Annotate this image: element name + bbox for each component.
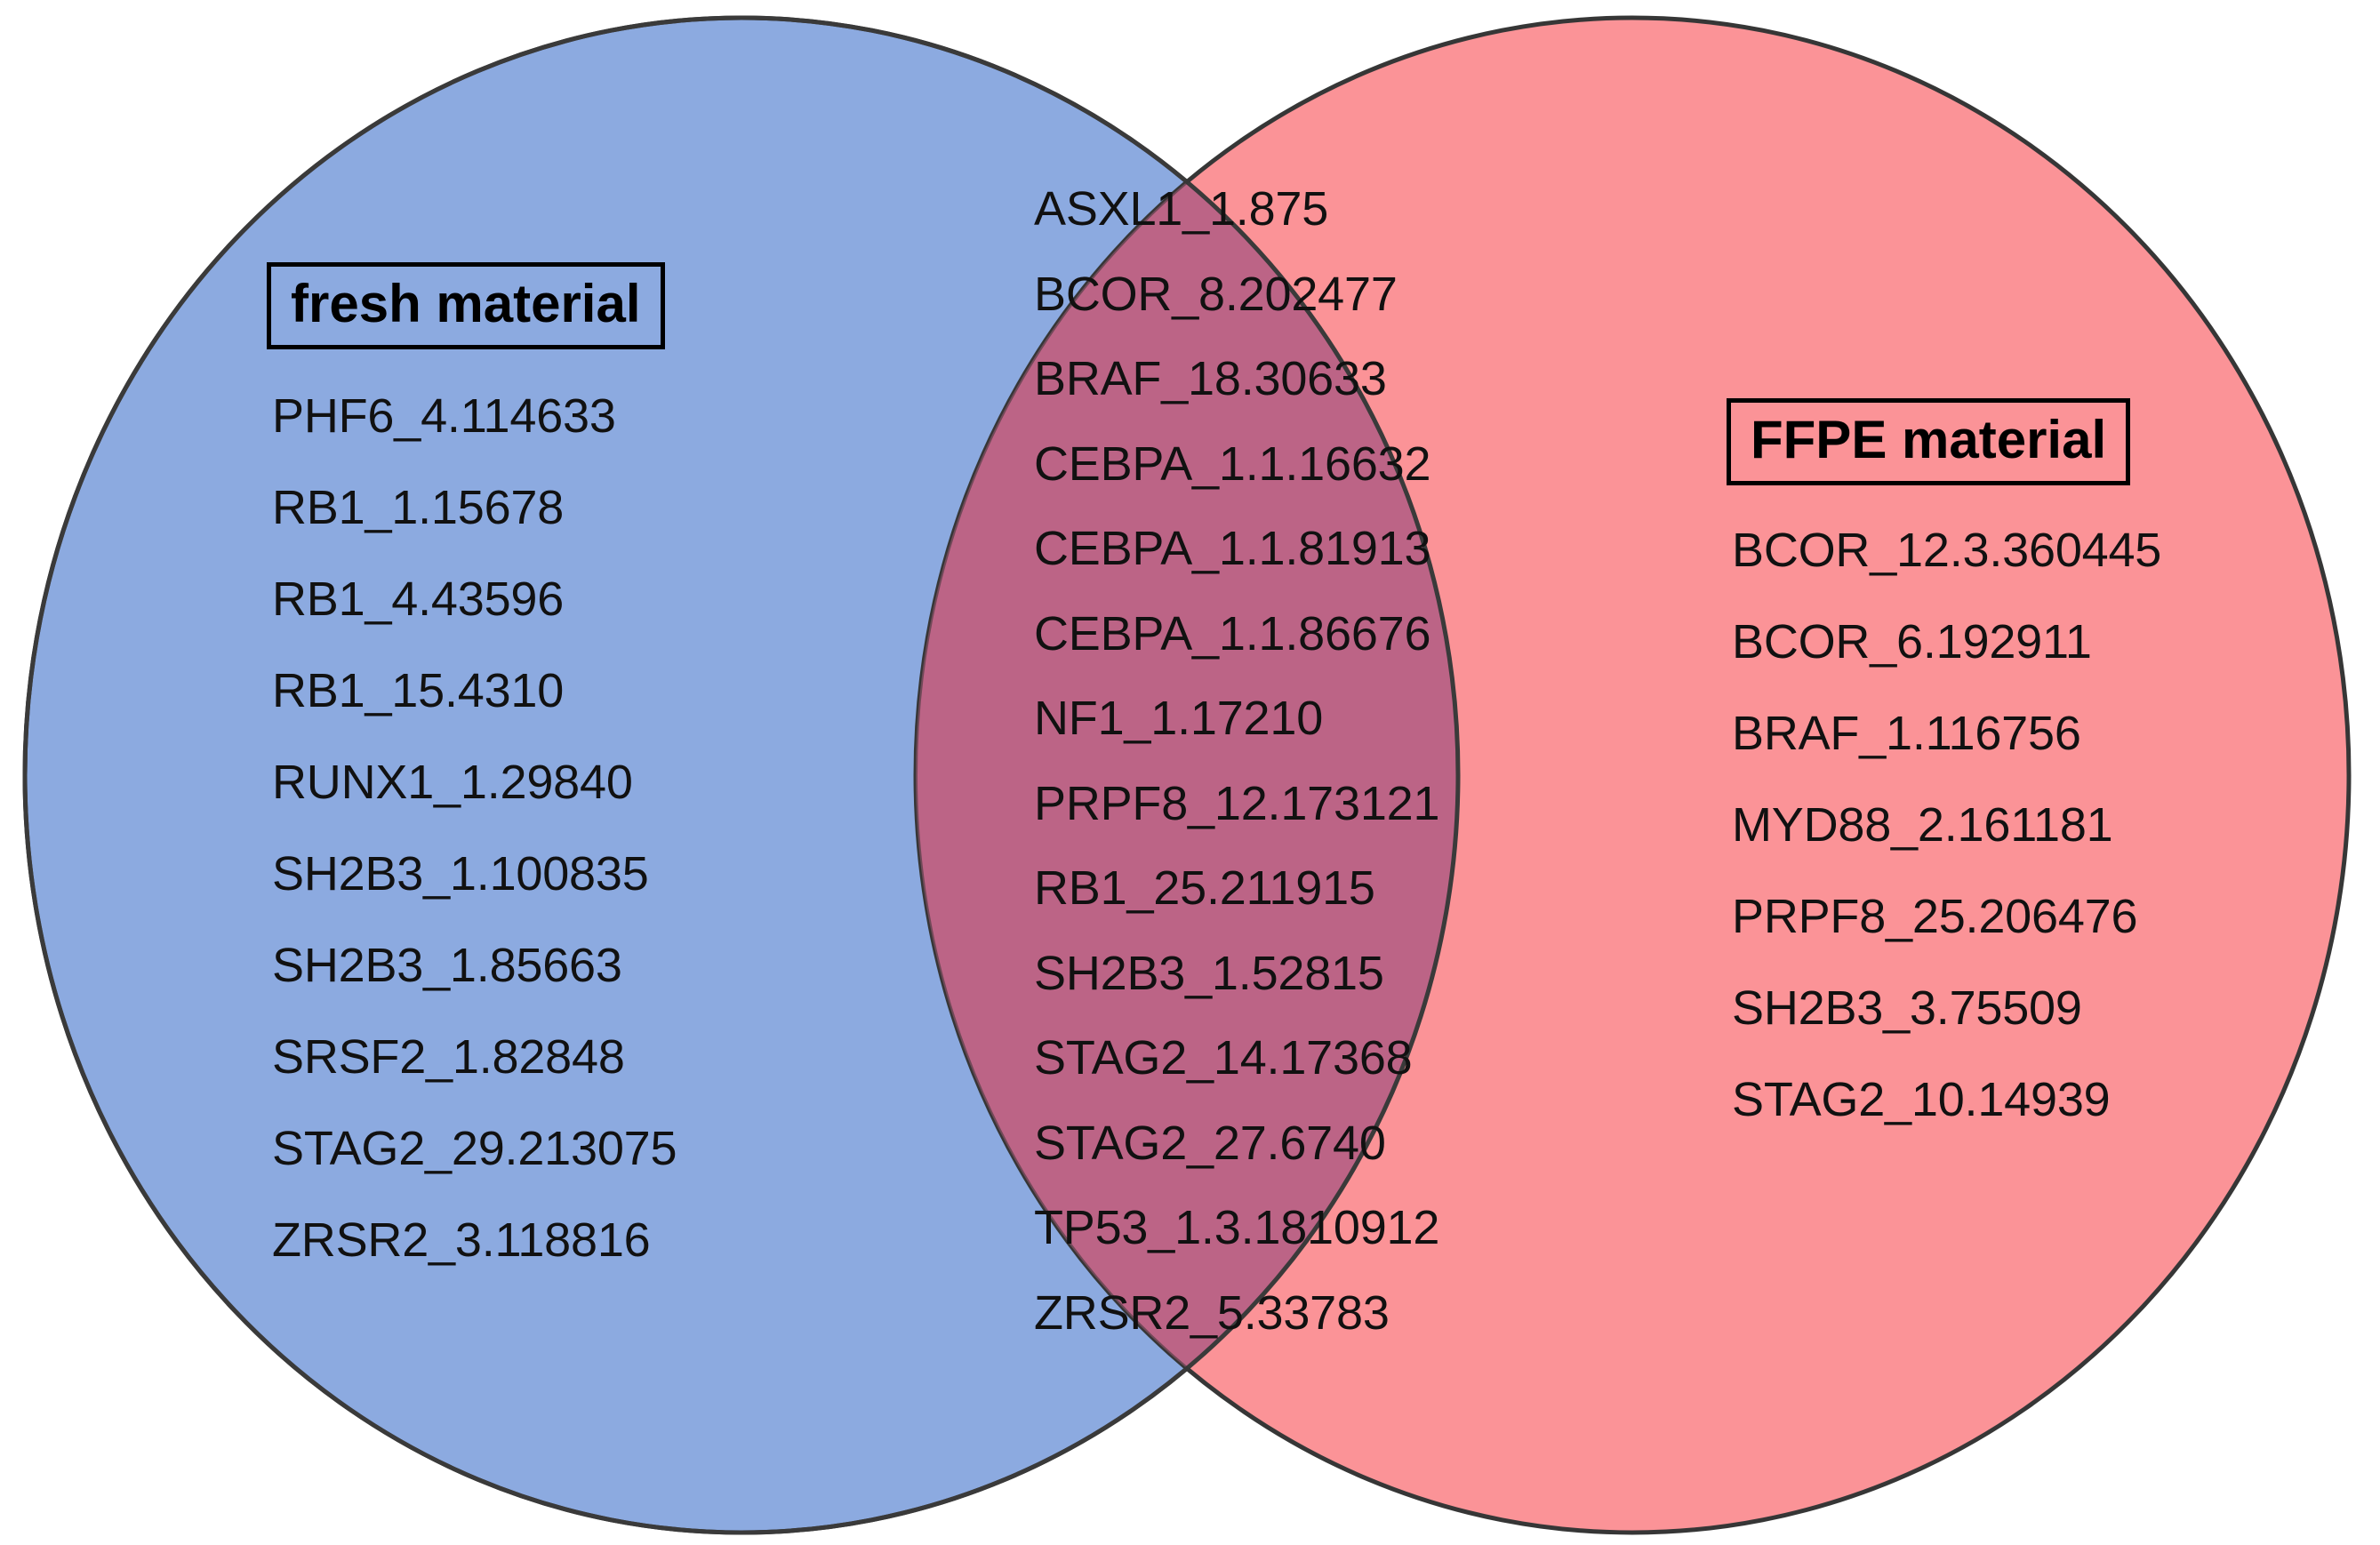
left-set-title: fresh material [267, 262, 665, 349]
list-item: ZRSR2_5.33783 [1034, 1285, 1390, 1340]
left-set-item-list: PHF6_4.114633 RB1_1.15678 RB1_4.43596 RB… [272, 392, 677, 1264]
list-item: SH2B3_3.75509 [1732, 981, 2082, 1035]
list-item: PHF6_4.114633 [272, 389, 616, 443]
right-set-column: FFPE material BCOR_12.3.360445 BCOR_6.19… [1727, 398, 2161, 1167]
right-set-title: FFPE material [1727, 398, 2131, 485]
list-item: MYD88_2.161181 [1732, 798, 2113, 852]
list-item: SH2B3_1.85663 [272, 939, 622, 992]
list-item: STAG2_27.6740 [1034, 1116, 1386, 1170]
list-item: BRAF_18.30633 [1034, 352, 1387, 405]
list-item: CEBPA_1.1.81913 [1034, 522, 1431, 575]
list-item: RUNX1_1.29840 [272, 756, 633, 809]
list-item: SRSF2_1.82848 [272, 1030, 625, 1084]
list-item: RB1_25.211915 [1034, 861, 1375, 915]
list-item: ZRSR2_3.118816 [272, 1213, 651, 1267]
right-set-item-list: BCOR_12.3.360445 BCOR_6.192911 BRAF_1.11… [1732, 526, 2161, 1124]
list-item: CEBPA_1.1.16632 [1034, 436, 1431, 491]
list-item: RB1_1.15678 [272, 481, 565, 534]
intersection-item-list: ASXL1_1.875 BCOR_8.202477 BRAF_18.30633 … [1034, 182, 1440, 1340]
list-item: NF1_1.17210 [1034, 692, 1324, 745]
list-item: STAG2_10.14939 [1732, 1073, 2111, 1126]
overlap-region [916, 18, 1458, 1533]
list-item: BCOR_12.3.360445 [1732, 524, 2162, 577]
list-item: SH2B3_1.52815 [1034, 946, 1384, 1000]
list-item: ASXL1_1.875 [1034, 182, 1329, 236]
list-item: CEBPA_1.1.86676 [1034, 606, 1431, 660]
list-item: PRPF8_12.173121 [1034, 776, 1440, 830]
list-item: RB1_15.4310 [272, 664, 565, 717]
left-set-outline [22, 15, 1461, 1535]
list-item: TP53_1.3.1810912 [1034, 1201, 1440, 1254]
list-item: SH2B3_1.100835 [272, 847, 649, 901]
list-item: RB1_4.43596 [272, 572, 565, 626]
list-item: BRAF_1.116756 [1732, 707, 2081, 760]
list-item: STAG2_29.213075 [272, 1122, 677, 1175]
right-set-outline [914, 16, 2351, 1534]
left-set-column: fresh material PHF6_4.114633 RB1_1.15678… [267, 262, 677, 1308]
list-item: BCOR_6.192911 [1732, 615, 2092, 668]
list-item: PRPF8_25.206476 [1732, 890, 2138, 943]
intersection-column: ASXL1_1.875 BCOR_8.202477 BRAF_18.30633 … [1034, 182, 1440, 1373]
list-item: BCOR_8.202477 [1034, 267, 1398, 321]
list-item: STAG2_14.17368 [1034, 1031, 1413, 1085]
